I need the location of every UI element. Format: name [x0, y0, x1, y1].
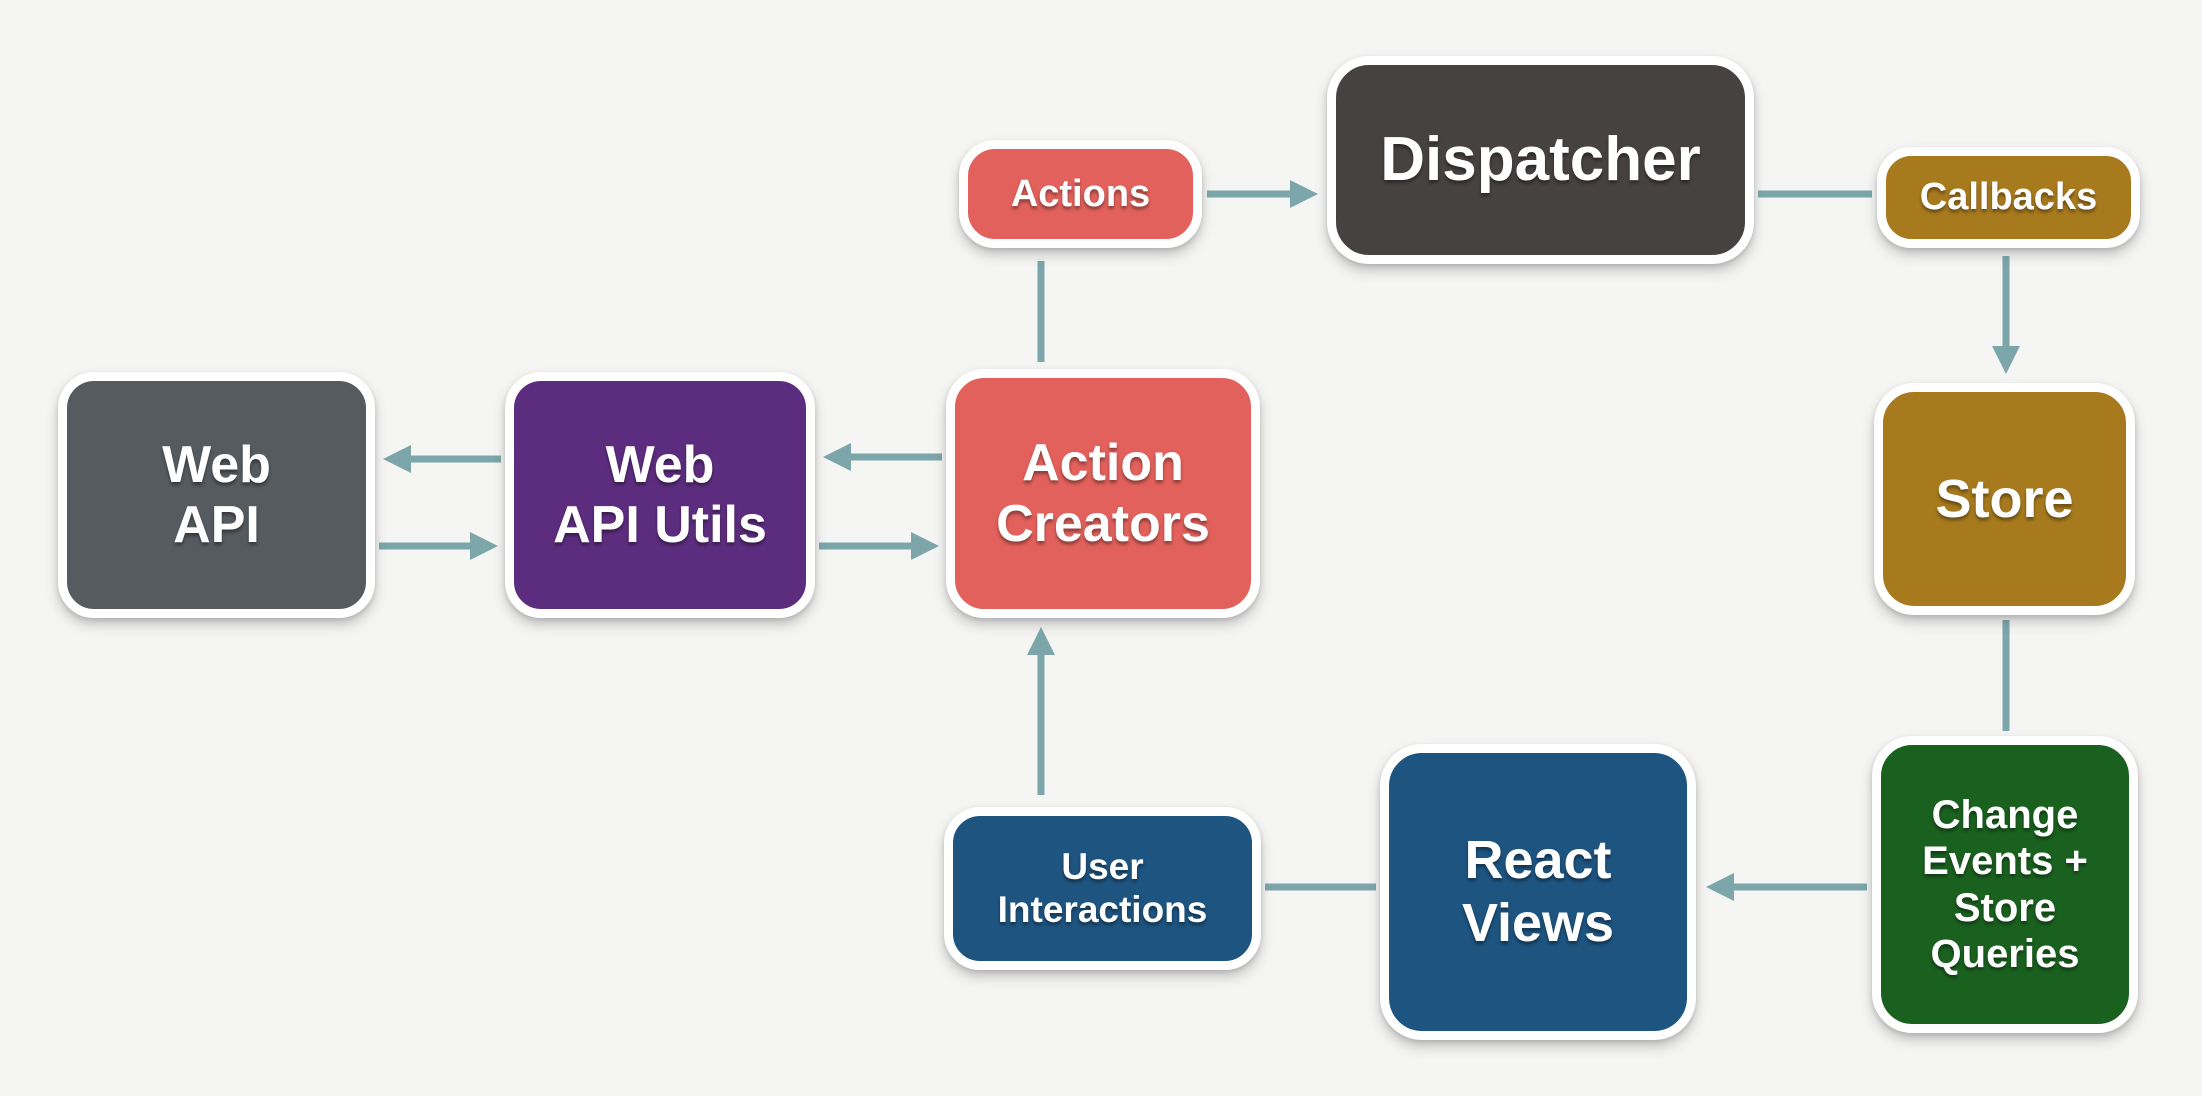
node-dispatcher-label: Dispatcher	[1380, 125, 1701, 195]
node-callbacks: Callbacks	[1877, 147, 2140, 248]
node-actions: Actions	[959, 140, 1202, 248]
node-action-creators-label: Action Creators	[996, 434, 1210, 553]
node-dispatcher: Dispatcher	[1327, 56, 1754, 264]
node-web-api: Web API	[58, 372, 375, 618]
node-user-interactions: User Interactions	[944, 807, 1261, 970]
node-store-label: Store	[1935, 468, 2074, 529]
node-react-views: React Views	[1380, 744, 1696, 1040]
node-callbacks-label: Callbacks	[1919, 176, 2098, 219]
node-change-events-store-queries: Change Events + Store Queries	[1872, 736, 2138, 1033]
node-change-events-store-queries-label: Change Events + Store Queries	[1922, 792, 2088, 976]
node-web-api-label: Web API	[162, 435, 271, 554]
node-actions-label: Actions	[1010, 172, 1151, 215]
node-action-creators: Action Creators	[946, 369, 1260, 618]
node-react-views-label: React Views	[1461, 830, 1615, 953]
node-web-api-utils: Web API Utils	[505, 372, 815, 618]
node-web-api-utils-label: Web API Utils	[553, 435, 767, 554]
node-store: Store	[1874, 383, 2135, 615]
node-user-interactions-label: User Interactions	[997, 845, 1208, 930]
